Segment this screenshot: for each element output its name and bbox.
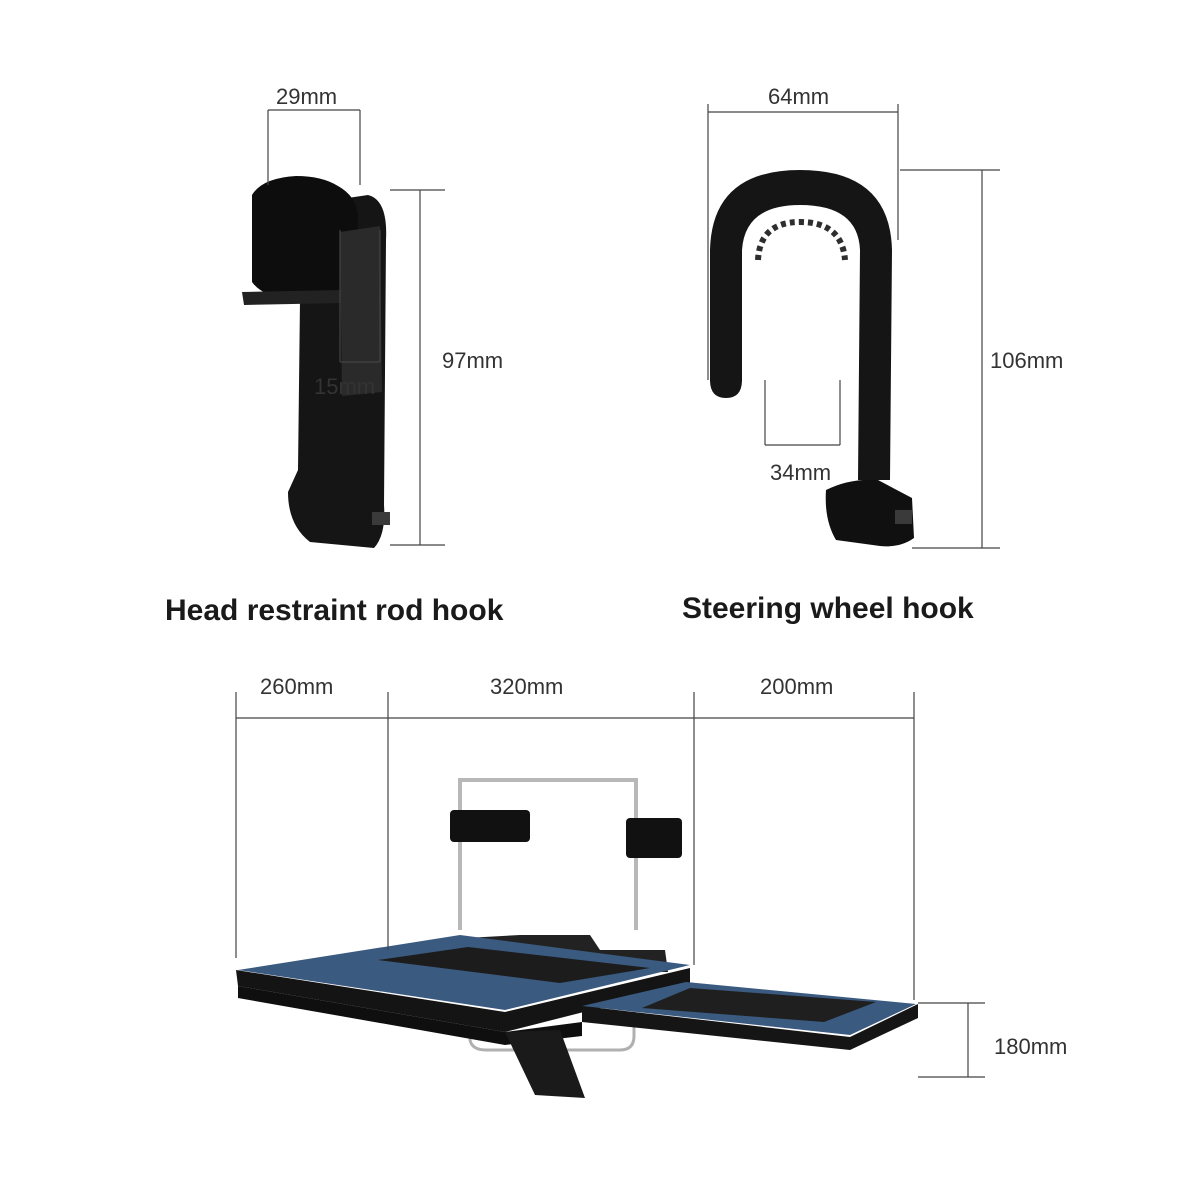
head-hook-bottom-notch: [372, 512, 390, 525]
head-hook-slot: [340, 226, 382, 396]
steering-hook-illustration: [710, 170, 914, 547]
head-hook-dimension-lines: [267, 109, 445, 546]
tray-metal-frame: [458, 778, 638, 930]
steering-hook-foot-notch: [895, 510, 912, 524]
head-hook-clip: [252, 176, 358, 300]
head-hook-height-label: 97mm: [442, 348, 504, 373]
tray-dimension-lines: [235, 692, 985, 1078]
tray-extension-rim: [582, 1004, 918, 1050]
steering-hook-caption: Steering wheel hook: [682, 592, 974, 625]
tray-illustration: [236, 778, 918, 1098]
tray-depth-label: 180mm: [994, 1034, 1068, 1059]
tray-left-width-label: 260mm: [260, 674, 334, 699]
head-hook-width-label: 29mm: [276, 84, 338, 109]
steering-hook-width-label: 64mm: [768, 84, 830, 109]
steering-hook-body: [710, 170, 892, 480]
tray-main-rim: [236, 968, 690, 1032]
tray-main-slot: [378, 947, 650, 983]
tray-phone-clip-left: [450, 810, 530, 842]
steering-hook-foot: [825, 479, 914, 547]
tray-middle-width-label: 320mm: [490, 674, 564, 699]
steering-hook-inner-teeth: [755, 218, 848, 261]
steering-hook-height-label: 106mm: [990, 348, 1064, 373]
tray-extension-cup: [642, 988, 876, 1022]
tray-main-top: [238, 935, 690, 1010]
tray-support-arm: [505, 1030, 585, 1098]
head-hook-gap-label: 15mm: [314, 374, 376, 399]
head-hook-illustration: [242, 176, 390, 548]
head-hook-ledge: [242, 290, 344, 305]
tray-phone-clip-right: [626, 818, 682, 858]
tray-right-width-label: 200mm: [760, 674, 834, 699]
steering-hook-gap-label: 34mm: [770, 460, 832, 485]
steering-hook-dimension-lines: [707, 104, 1000, 549]
head-hook-caption: Head restraint rod hook: [165, 594, 504, 627]
